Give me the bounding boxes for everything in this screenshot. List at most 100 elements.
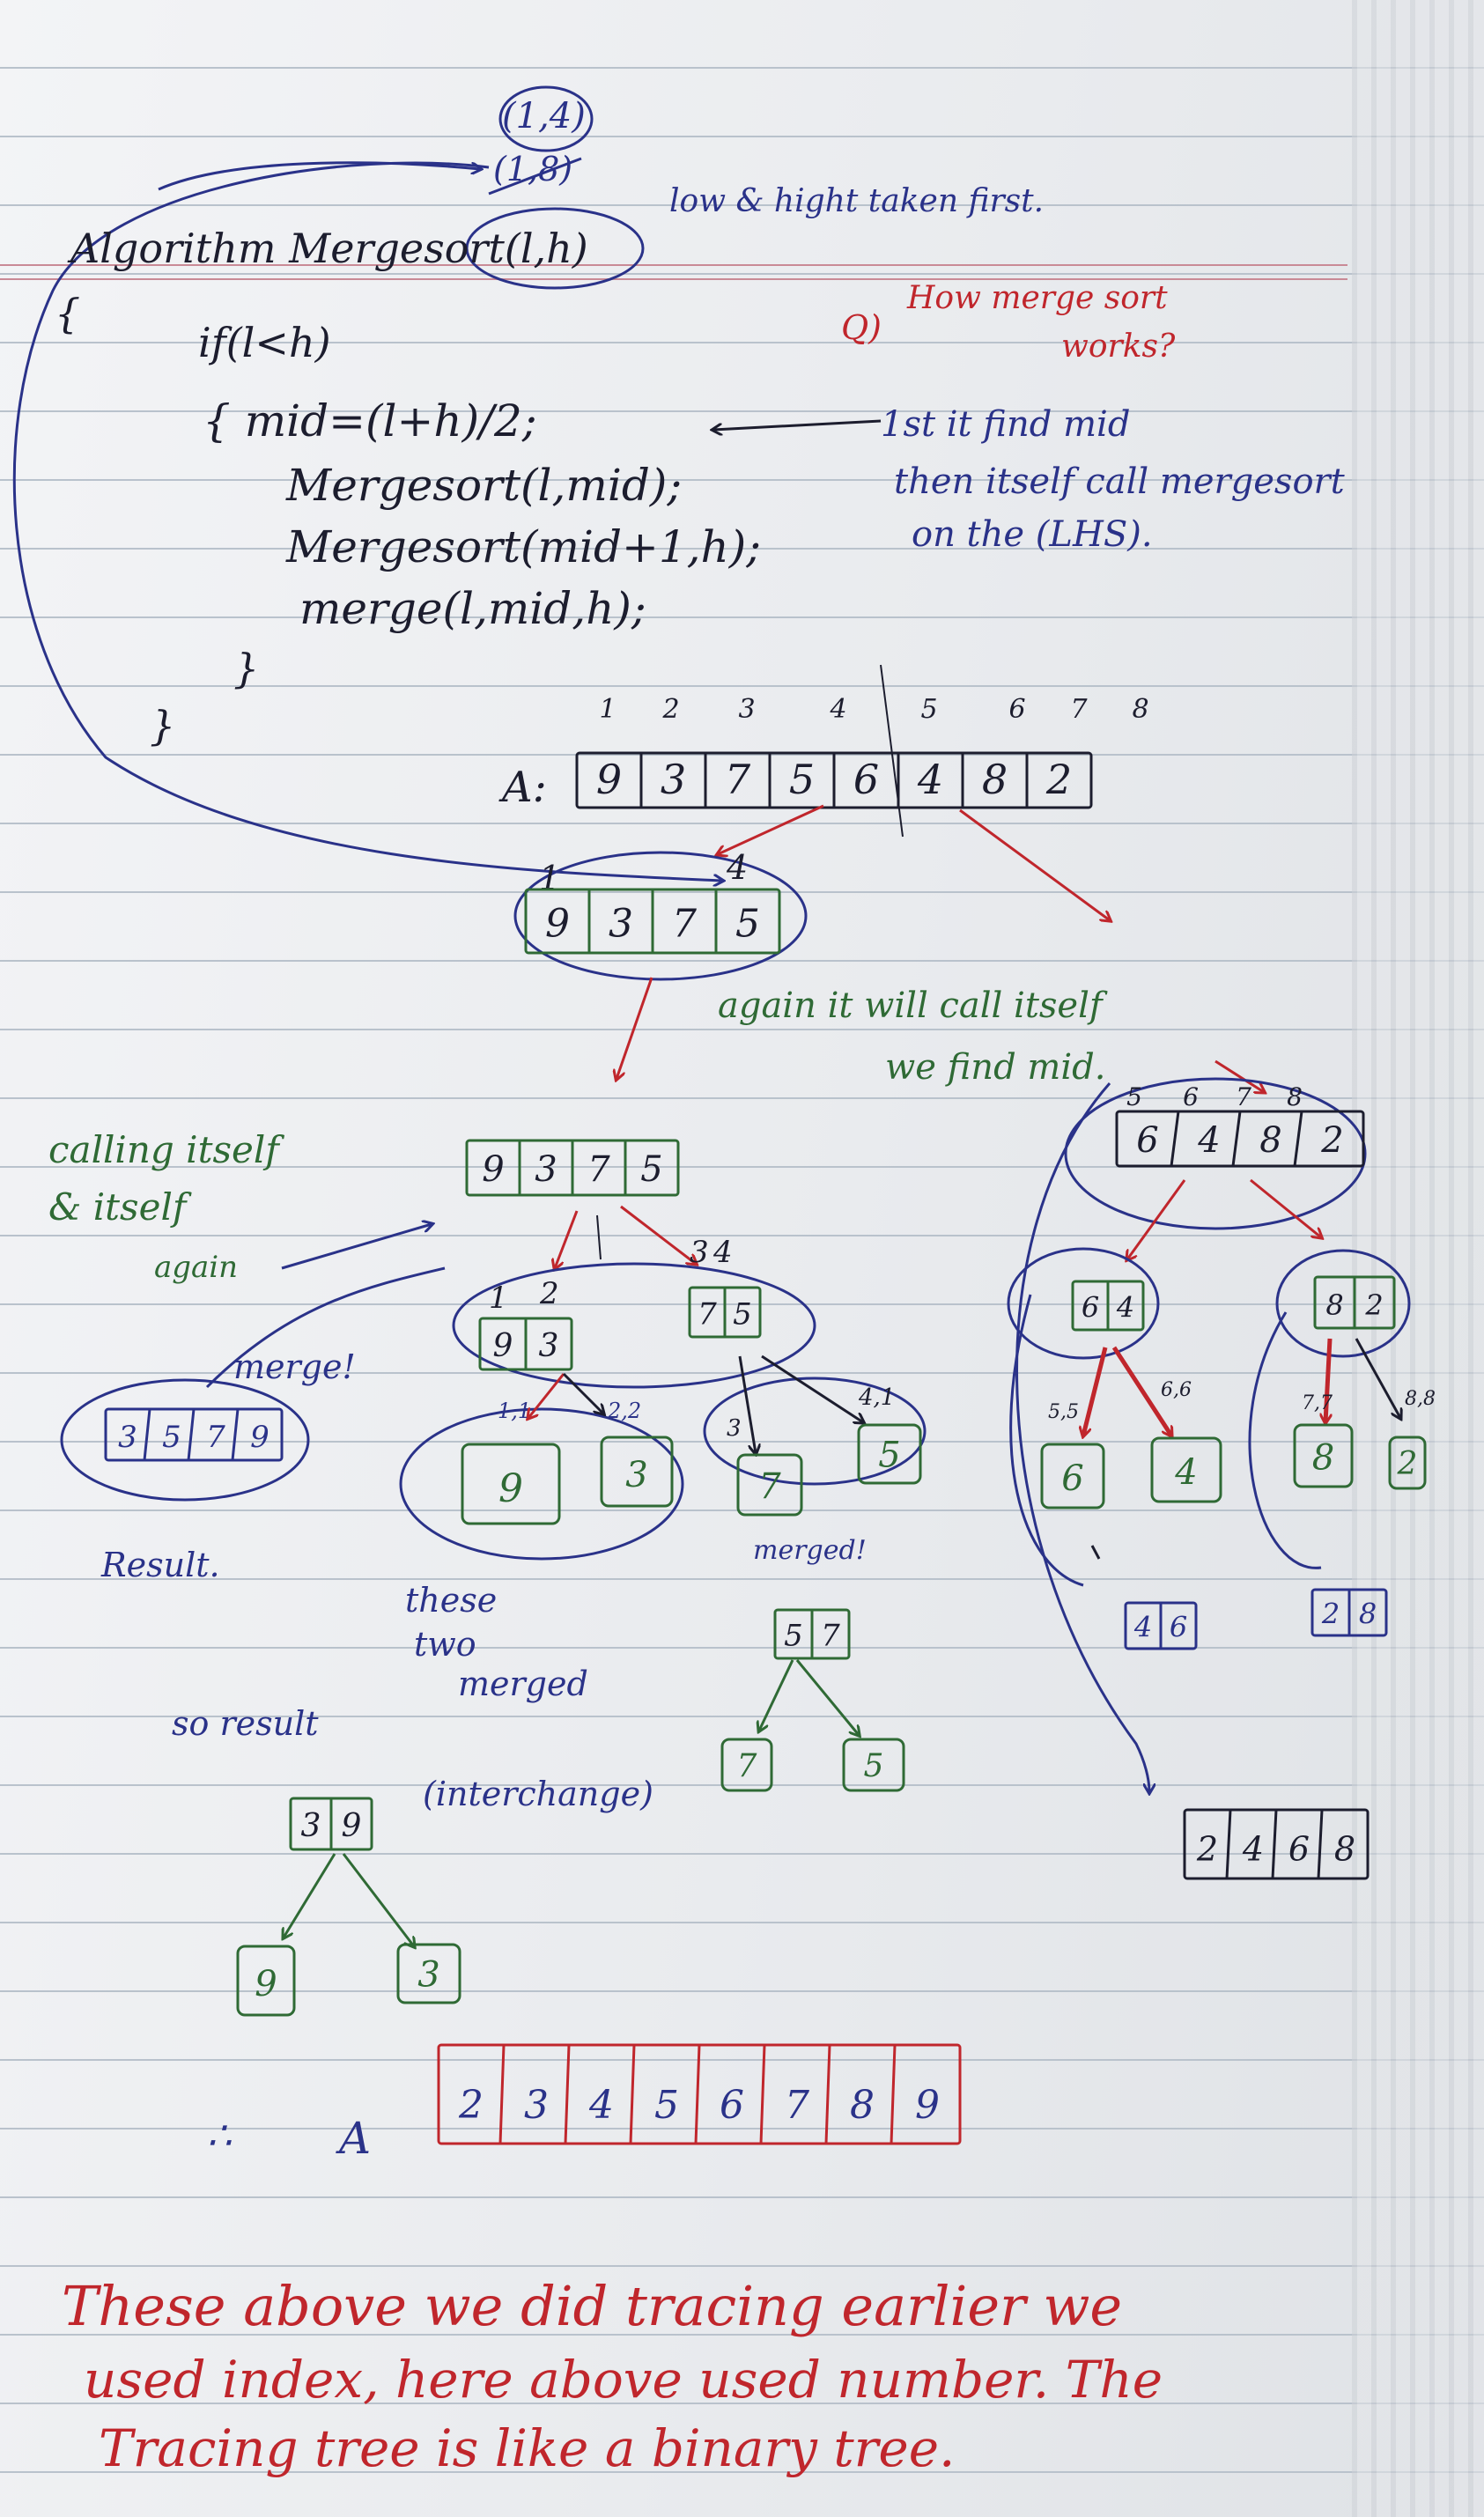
arrow-to-64 bbox=[1127, 1179, 1186, 1259]
leaf-7-box bbox=[736, 1453, 803, 1517]
code-line-2: { bbox=[55, 290, 80, 337]
curve-28 bbox=[1248, 1311, 1322, 1569]
array-a-cell: 6 bbox=[853, 756, 879, 803]
merged-label: merged! bbox=[753, 1535, 867, 1566]
merged-2468-cell: 8 bbox=[1334, 1830, 1355, 1869]
pair75-idx-1: 3 bbox=[690, 1235, 709, 1270]
calls-note-2: & itself bbox=[48, 1185, 192, 1229]
right-half-divider bbox=[1293, 1111, 1303, 1167]
left-half-copy-cell: 5 bbox=[640, 1149, 662, 1190]
pair82-cell: 2 bbox=[1364, 1288, 1383, 1322]
curve-46 bbox=[1009, 1294, 1084, 1587]
array-a-index: 6 bbox=[1008, 694, 1025, 725]
code-line-7: merge(l,mid,h); bbox=[299, 583, 646, 634]
merged-3579-cell: 7 bbox=[206, 1420, 225, 1455]
arrow-to-left-half bbox=[718, 804, 824, 854]
question-text-1: How merge sort bbox=[906, 280, 1168, 316]
calls-arrow bbox=[281, 1224, 432, 1270]
these-two-1: these bbox=[405, 1581, 497, 1620]
right-half-index: 7 bbox=[1236, 1082, 1251, 1111]
question-mark: Q) bbox=[841, 308, 882, 347]
final-a-label: A bbox=[336, 2113, 371, 2164]
tiny-index-5: 5,5 bbox=[1048, 1401, 1079, 1423]
header-note: low & hight taken first. bbox=[669, 183, 1044, 219]
left-half-copy-cell: 7 bbox=[587, 1149, 610, 1190]
leaf-4-box bbox=[1150, 1436, 1222, 1503]
tiny-index-4: 4,1 bbox=[858, 1384, 895, 1411]
pair93-cell: 9 bbox=[493, 1328, 513, 1364]
final-a-cell: 5 bbox=[654, 2083, 679, 2128]
final-a-cell: 3 bbox=[524, 2083, 549, 2128]
code-line-6: Mergesort(mid+1,h); bbox=[285, 521, 761, 572]
arrow-leaf-6 bbox=[1083, 1347, 1108, 1436]
tree39-left-leaf: 9 bbox=[255, 1964, 277, 2004]
again-note-2: we find mid. bbox=[885, 1047, 1105, 1088]
array-a-index: 4 bbox=[829, 694, 846, 725]
pair93-cell: 3 bbox=[539, 1328, 559, 1364]
merged-3579-divider bbox=[231, 1408, 240, 1461]
footer-line-2: used index, here above used number. The bbox=[84, 2350, 1163, 2410]
left-half-cell: 5 bbox=[735, 901, 760, 946]
final-a-divider bbox=[498, 2044, 506, 2144]
tree39-top-cell: 3 bbox=[301, 1808, 321, 1844]
arrow-leaf-2 bbox=[1355, 1338, 1400, 1418]
pair64-circle bbox=[1007, 1247, 1160, 1360]
tiny-index-8: 8,8 bbox=[1405, 1388, 1436, 1410]
right-half-divider bbox=[1170, 1111, 1180, 1167]
arrow-to-82 bbox=[1250, 1178, 1321, 1237]
header-arrow bbox=[158, 161, 480, 191]
merge-curve bbox=[205, 1266, 446, 1389]
leaf-5: 5 bbox=[878, 1436, 900, 1476]
side-note-1: 1st it find mid bbox=[881, 404, 1130, 445]
margin-line bbox=[0, 278, 1347, 280]
merged-46-cell: 6 bbox=[1170, 1610, 1187, 1643]
margin-line bbox=[0, 264, 1347, 266]
final-a-cell: 2 bbox=[458, 2083, 484, 2128]
page-edges bbox=[1352, 0, 1484, 2517]
right-half-cell: 6 bbox=[1136, 1120, 1158, 1161]
pair82-circle bbox=[1275, 1249, 1411, 1358]
struck-index: (1,8) bbox=[493, 150, 572, 188]
right-half-divider bbox=[1231, 1111, 1242, 1167]
tiny-index-1: 1,1 bbox=[498, 1399, 531, 1423]
tiny-index-3: 3 bbox=[727, 1415, 742, 1442]
final-a-cell: 8 bbox=[850, 2083, 875, 2128]
final-a-cell: 4 bbox=[588, 2083, 614, 2128]
leaf-3: 3 bbox=[625, 1455, 647, 1495]
tree57-right-leaf-box bbox=[842, 1738, 905, 1792]
final-a-divider bbox=[759, 2044, 766, 2144]
recursion-curve bbox=[12, 161, 722, 881]
tree57-left-leaf-box bbox=[720, 1738, 773, 1792]
merged-28-cell: 8 bbox=[1359, 1597, 1377, 1630]
array-a-cell: 3 bbox=[661, 756, 686, 803]
these-two-2: two bbox=[414, 1625, 476, 1664]
final-a-divider bbox=[694, 2044, 701, 2144]
left-half-copy-cell: 3 bbox=[535, 1149, 557, 1190]
footer-line-1: These above we did tracing earlier we bbox=[62, 2274, 1122, 2338]
arrow-leaf-9 bbox=[528, 1373, 565, 1418]
leaf-7: 7 bbox=[758, 1466, 781, 1507]
array-a-index: 1 bbox=[599, 694, 616, 725]
final-a-divider bbox=[564, 2044, 571, 2144]
arrow-to-75 bbox=[620, 1205, 696, 1264]
tree57-right bbox=[795, 1659, 859, 1735]
final-a-cell: 6 bbox=[720, 2083, 744, 2128]
arrow-to-right-half bbox=[959, 808, 1110, 920]
footer-line-3: Tracing tree is like a binary tree. bbox=[99, 2418, 956, 2478]
right-half-index: 8 bbox=[1287, 1082, 1303, 1111]
pair75-idx-2: 4 bbox=[712, 1235, 733, 1270]
split-line bbox=[880, 664, 904, 838]
final-a-cell: 9 bbox=[915, 2083, 940, 2128]
split-line-2 bbox=[596, 1214, 602, 1260]
arrow-leaf-4 bbox=[1111, 1346, 1171, 1436]
merged-2468-cell: 2 bbox=[1196, 1830, 1218, 1869]
array-a-index: 2 bbox=[661, 694, 679, 725]
arrow-down-right bbox=[1215, 1059, 1264, 1092]
merged-2468-divider bbox=[1317, 1809, 1324, 1879]
leaf-6-box bbox=[1040, 1443, 1105, 1509]
